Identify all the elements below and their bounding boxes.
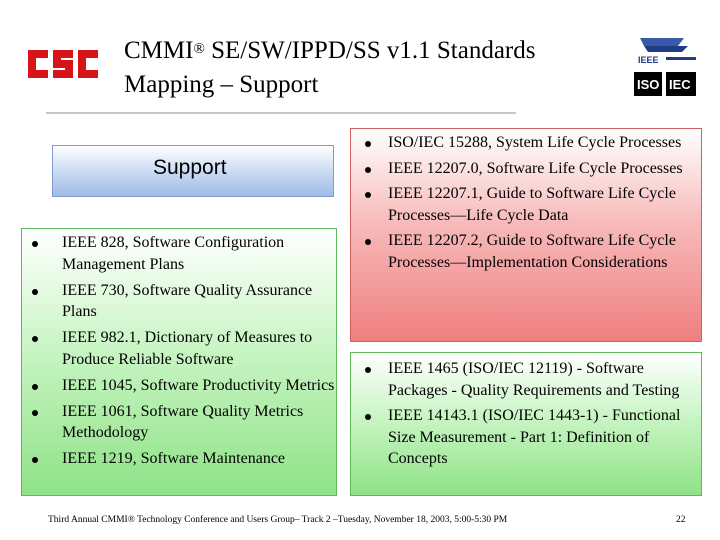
csc-logo (28, 50, 98, 78)
green-standards-list: IEEE 1465 (ISO/IEC 12119) - Software Pac… (360, 358, 698, 474)
right-green-standards-panel (350, 352, 702, 496)
right-red-standards-panel (350, 128, 702, 342)
bullet-icon (32, 457, 38, 463)
list-item: IEEE 730, Software Quality Assurance Pla… (30, 280, 340, 323)
left-standards-panel (21, 228, 337, 496)
list-item: IEEE 828, Software Configuration Managem… (30, 232, 340, 275)
left-standards-list: IEEE 828, Software Configuration Managem… (30, 232, 340, 474)
svg-text:IEC: IEC (669, 77, 691, 92)
bullet-icon (365, 141, 371, 147)
title-line-2: Mapping – Support (124, 71, 319, 98)
bullet-icon (32, 409, 38, 416)
list-item: IEEE 12207.0, Software Life Cycle Proces… (360, 158, 698, 180)
slide-title: CMMI® SE/SW/IPPD/SS v1.1 Standards Mappi… (124, 34, 614, 102)
list-item: IEEE 12207.2, Guide to Software Life Cyc… (360, 230, 698, 273)
bullet-icon (365, 192, 371, 198)
bullet-icon (365, 367, 371, 373)
bullet-icon (365, 414, 371, 420)
ieee-logo: IEEE (638, 38, 696, 65)
list-item: IEEE 14143.1 (ISO/IEC 1443-1) - Function… (360, 405, 698, 470)
list-item: IEEE 1465 (ISO/IEC 12119) - Software Pac… (360, 358, 698, 401)
svg-text:IEEE: IEEE (638, 55, 659, 65)
list-item: IEEE 1045, Software Productivity Metrics (30, 375, 340, 397)
bullet-icon (365, 166, 371, 173)
support-box (52, 145, 334, 197)
bullet-icon (32, 383, 38, 390)
bullet-icon (32, 288, 38, 295)
list-item: ISO/IEC 15288, System Life Cycle Process… (360, 132, 698, 154)
list-item: IEEE 12207.1, Guide to Software Life Cyc… (360, 183, 698, 226)
standards-logos: IEEE ISO IEC (634, 38, 696, 96)
title-line-1: CMMI® SE/SW/IPPD/SS v1.1 Standards (124, 37, 536, 64)
list-item: IEEE 1219, Software Maintenance (30, 448, 340, 470)
list-item: IEEE 1061, Software Quality Metrics Meth… (30, 401, 340, 444)
bullet-icon (365, 239, 371, 245)
red-standards-list: ISO/IEC 15288, System Life Cycle Process… (360, 132, 698, 277)
svg-text:ISO: ISO (637, 77, 659, 92)
bullet-icon (32, 241, 38, 247)
footer-text: Third Annual CMMI® Technology Conference… (48, 515, 508, 525)
title-divider (46, 112, 516, 114)
support-label: Support (153, 156, 227, 179)
iec-logo: IEC (666, 72, 696, 96)
iso-logo: ISO (634, 72, 662, 96)
bullet-icon (32, 336, 38, 342)
list-item: IEEE 982.1, Dictionary of Measures to Pr… (30, 327, 340, 370)
page-number: 22 (676, 515, 686, 525)
